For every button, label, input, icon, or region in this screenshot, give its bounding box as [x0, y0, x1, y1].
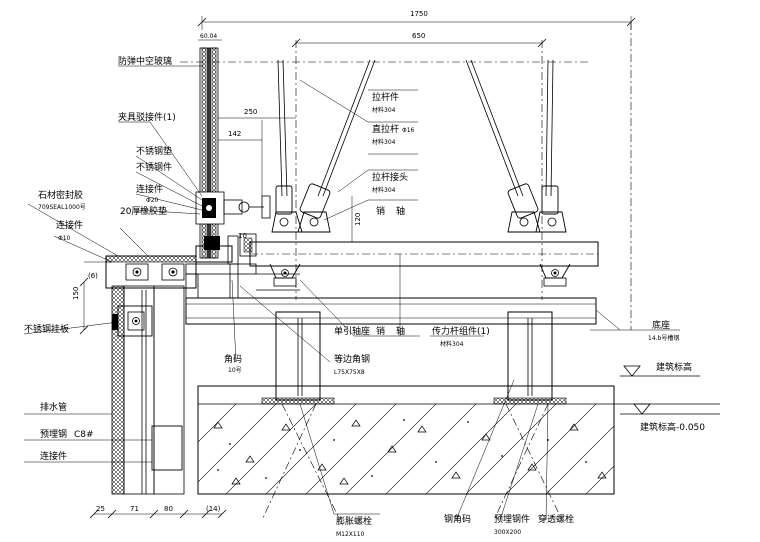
left-truss [269, 59, 376, 287]
top-dimension-1750: 1750 [197, 10, 636, 30]
label-steel-angle-spec: 10号 [228, 367, 242, 374]
label-pad: 橡胶垫 [140, 205, 167, 217]
label-pin-3: 销 [376, 325, 385, 337]
dim-bottom-80: 80 [164, 505, 173, 513]
label-buried-steel: 预埋钢 [40, 428, 67, 440]
label-drain-pipe: 排水管 [40, 401, 67, 413]
label-steel-angle: 角码 [224, 353, 242, 365]
dim-bottom-14: (14) [206, 505, 221, 513]
elevation-value: -0.050 [676, 423, 705, 433]
label-steel-anchor: 钢角码 [444, 513, 471, 525]
label-expansion-bolt: 膨胀螺栓 [336, 515, 372, 527]
glass-thickness-dimension: 60.04 [198, 33, 222, 41]
offset-dimensions: 250 142 120 10 [218, 108, 362, 242]
label-bolt: 连接件 [136, 183, 163, 195]
dim-offset-250: 250 [244, 108, 257, 116]
dim-bottom-71: 71 [130, 505, 139, 513]
left-dimensions: (6) 150 [72, 261, 112, 335]
label-tie-rod: 拉杆件 [372, 91, 399, 103]
label-stone-spec: 709SEAL1000号 [38, 204, 86, 211]
label-connector: 连接件 [40, 450, 67, 462]
label-tie-rod-spec: 材料304 [372, 106, 396, 114]
label-clamp: 夹具驳接件(1) [118, 111, 176, 123]
elevation-bottom-marker: 建筑标高 -0.050 [614, 403, 720, 433]
label-pin-4: 轴 [396, 325, 405, 337]
dim-bottom-25: 25 [96, 505, 105, 513]
label-diag-rod-spec: Φ16 [402, 127, 415, 134]
dim-truss-span: 650 [412, 32, 425, 40]
label-pad-20: 20厚 [120, 206, 140, 217]
leader-lines [23, 65, 680, 521]
concrete-slab [197, 385, 615, 521]
label-rod-spec: Φ10 [58, 235, 71, 242]
bottom-dimensions: 25 71 80 (14) [89, 505, 227, 519]
dim-side-150: 150 [72, 287, 80, 300]
label-force-member: 传力杆组件(1) [432, 325, 490, 337]
left-support-post [261, 311, 335, 405]
top-dimension-650: 650 [291, 32, 547, 48]
label-angle-steel-spec: L75X75X8 [334, 369, 365, 376]
label-single-pin: 单引轴座 [334, 325, 370, 337]
elevation-top-marker: 建筑标高 [620, 361, 700, 377]
label-stainless-hanger: 不锈钢挂板 [24, 323, 69, 335]
label-base-plate-spec: 14.b号槽钢 [648, 334, 679, 342]
label-force-member-spec: 材料304 [440, 340, 464, 348]
elevation-bottom-label: 建筑标高 [640, 421, 676, 433]
label-diag-rod-mat: 材料304 [372, 138, 396, 146]
dim-offset-142: 142 [228, 130, 241, 138]
lower-beam-channel [185, 297, 597, 325]
left-parapet-wall [111, 285, 185, 495]
label-chem-bolt: 穿透螺栓 [538, 513, 574, 525]
label-rod-joint-spec: 材料304 [372, 186, 396, 194]
label-pin: 销 [376, 205, 385, 217]
insulated-glass-panel [199, 47, 219, 259]
dim-height-10: 10 [238, 232, 247, 240]
left-angle-bracket [185, 263, 300, 299]
dim-total-width: 1750 [410, 10, 428, 18]
label-buried-steel-spec: C8# [74, 430, 94, 440]
dim-height-120: 120 [354, 213, 362, 226]
label-fire-glass: 防弹中空玻璃 [118, 55, 172, 67]
label-expansion-spec: M12X110 [336, 531, 365, 538]
label-rod: 连接件 [56, 219, 83, 231]
label-washer: 不锈钢垫 [136, 145, 172, 157]
dim-left-6: (6) [88, 272, 98, 280]
right-truss [465, 59, 571, 287]
label-base-plate: 底座 [652, 319, 670, 331]
dim-glass-thickness: 60.04 [200, 33, 217, 40]
elevation-top-label: 建筑标高 [656, 361, 692, 373]
left-cap-detail [105, 255, 197, 289]
label-angle-steel: 等边角钢 [334, 353, 370, 365]
upper-beam [249, 241, 599, 267]
label-diag-rod: 直拉杆 [372, 123, 399, 135]
hanger-plate [112, 305, 153, 337]
glass-bottom-channel [195, 233, 257, 265]
label-rod-joint: 拉杆接头 [372, 171, 408, 183]
right-support-post [493, 311, 567, 405]
label-embed-spec: 300X200 [494, 529, 521, 536]
label-pin-2: 轴 [396, 205, 405, 217]
label-nut: 不锈钢件 [136, 161, 172, 173]
label-embed-plate: 预埋钢件 [494, 513, 530, 525]
annotation-labels: 防弹中空玻璃 夹具驳接件(1) 不锈钢垫 不锈钢件 连接件 Φ20 20厚 橡胶… [24, 55, 679, 538]
spider-clamp [195, 191, 271, 225]
label-stone: 石材密封胶 [38, 189, 83, 201]
label-bolt-spec: Φ20 [146, 197, 159, 204]
